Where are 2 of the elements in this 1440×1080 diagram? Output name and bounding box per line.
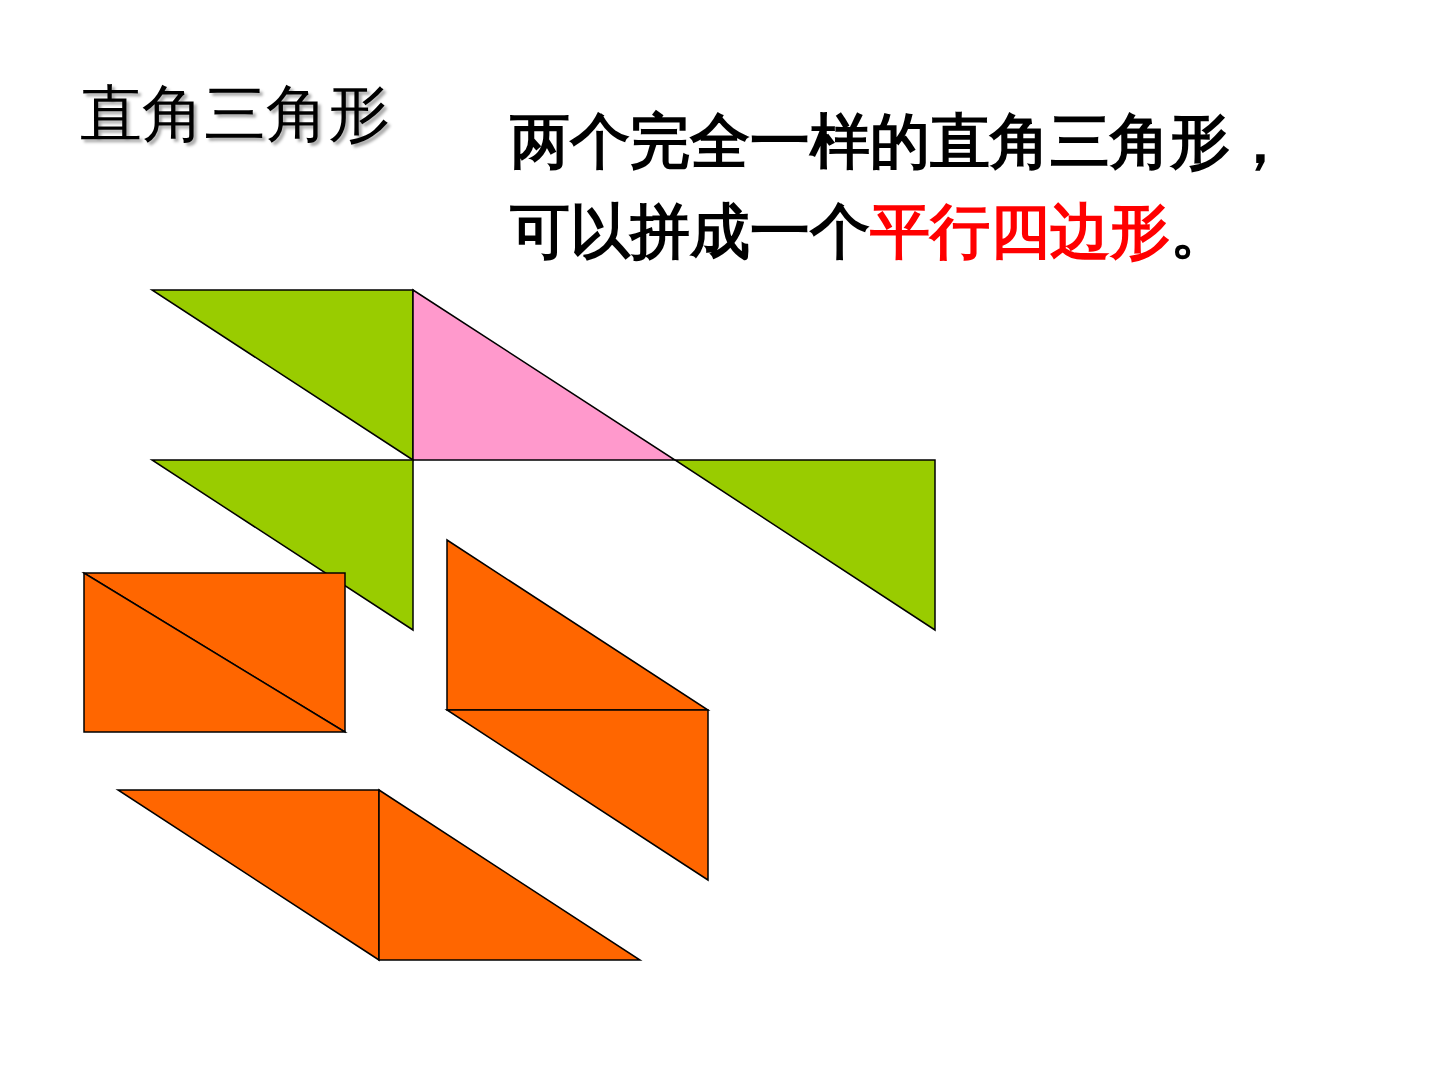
statement-text: 两个完全一样的直角三角形，可以拼成一个平行四边形。	[510, 105, 1291, 268]
title: 直角三角形	[80, 76, 390, 152]
